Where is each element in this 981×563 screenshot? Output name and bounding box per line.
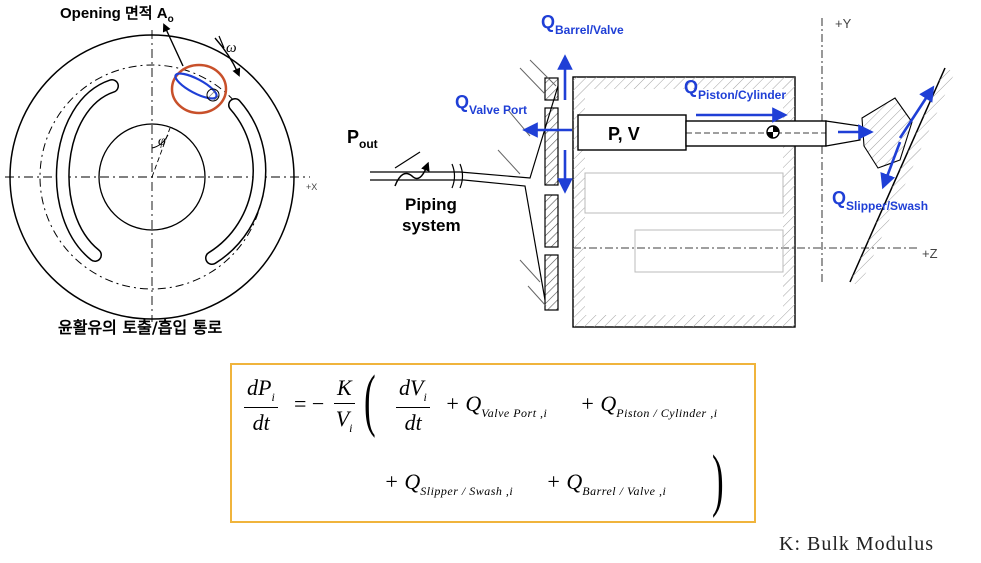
- p-out-label: Pout: [347, 127, 378, 151]
- left-paren: (: [364, 362, 376, 439]
- opening-highlight: [170, 63, 228, 115]
- piston-pump: +Y +Z P, V: [347, 12, 955, 328]
- axis-x-label: +X: [306, 182, 317, 192]
- equation-box: dPi dt = − K Vi ( dVi dt + QValve Port ,…: [230, 362, 756, 523]
- port-plate: Opening 면적 Ao ω φ +X 윤활유의 토출/흡입 통로: [5, 4, 317, 337]
- lhs-fraction: dPi dt: [244, 375, 279, 436]
- k-fraction: K Vi: [334, 375, 355, 435]
- piping-label-1: Piping: [405, 195, 457, 214]
- flow-arrows: [522, 54, 935, 194]
- term-piston-cylinder: + QPiston / Cylinder ,i: [580, 391, 718, 420]
- port-plate-caption: 윤활유의 토출/흡입 통로: [58, 318, 222, 337]
- dv-fraction: dVi dt: [396, 375, 431, 436]
- phi-label: φ: [158, 134, 166, 149]
- piping-label-2: system: [402, 216, 461, 235]
- q-piston-cylinder-label: QPiston/Cylinder: [684, 77, 786, 102]
- term-barrel-valve: + QBarrel / Valve ,i: [546, 469, 667, 498]
- equals-minus: = −: [294, 391, 325, 416]
- axis-y-label: +Y: [835, 16, 852, 31]
- q-barrel-valve-label: QBarrel/Valve: [541, 12, 624, 37]
- bulk-modulus-legend: K: Bulk Modulus: [779, 533, 935, 555]
- axis-z-label: +Z: [922, 246, 938, 261]
- q-valve-port-label: QValve Port: [455, 92, 527, 117]
- q-slipper-swash-label: QSlipper/Swash: [832, 188, 928, 213]
- opening-area-label: Opening 면적 Ao: [60, 4, 174, 25]
- term-slipper-swash: + QSlipper / Swash ,i: [384, 469, 514, 498]
- right-paren: ): [712, 442, 724, 519]
- chamber-label: P, V: [608, 124, 640, 144]
- omega-label: ω: [226, 40, 237, 56]
- term-valve-port: + QValve Port ,i: [445, 391, 548, 420]
